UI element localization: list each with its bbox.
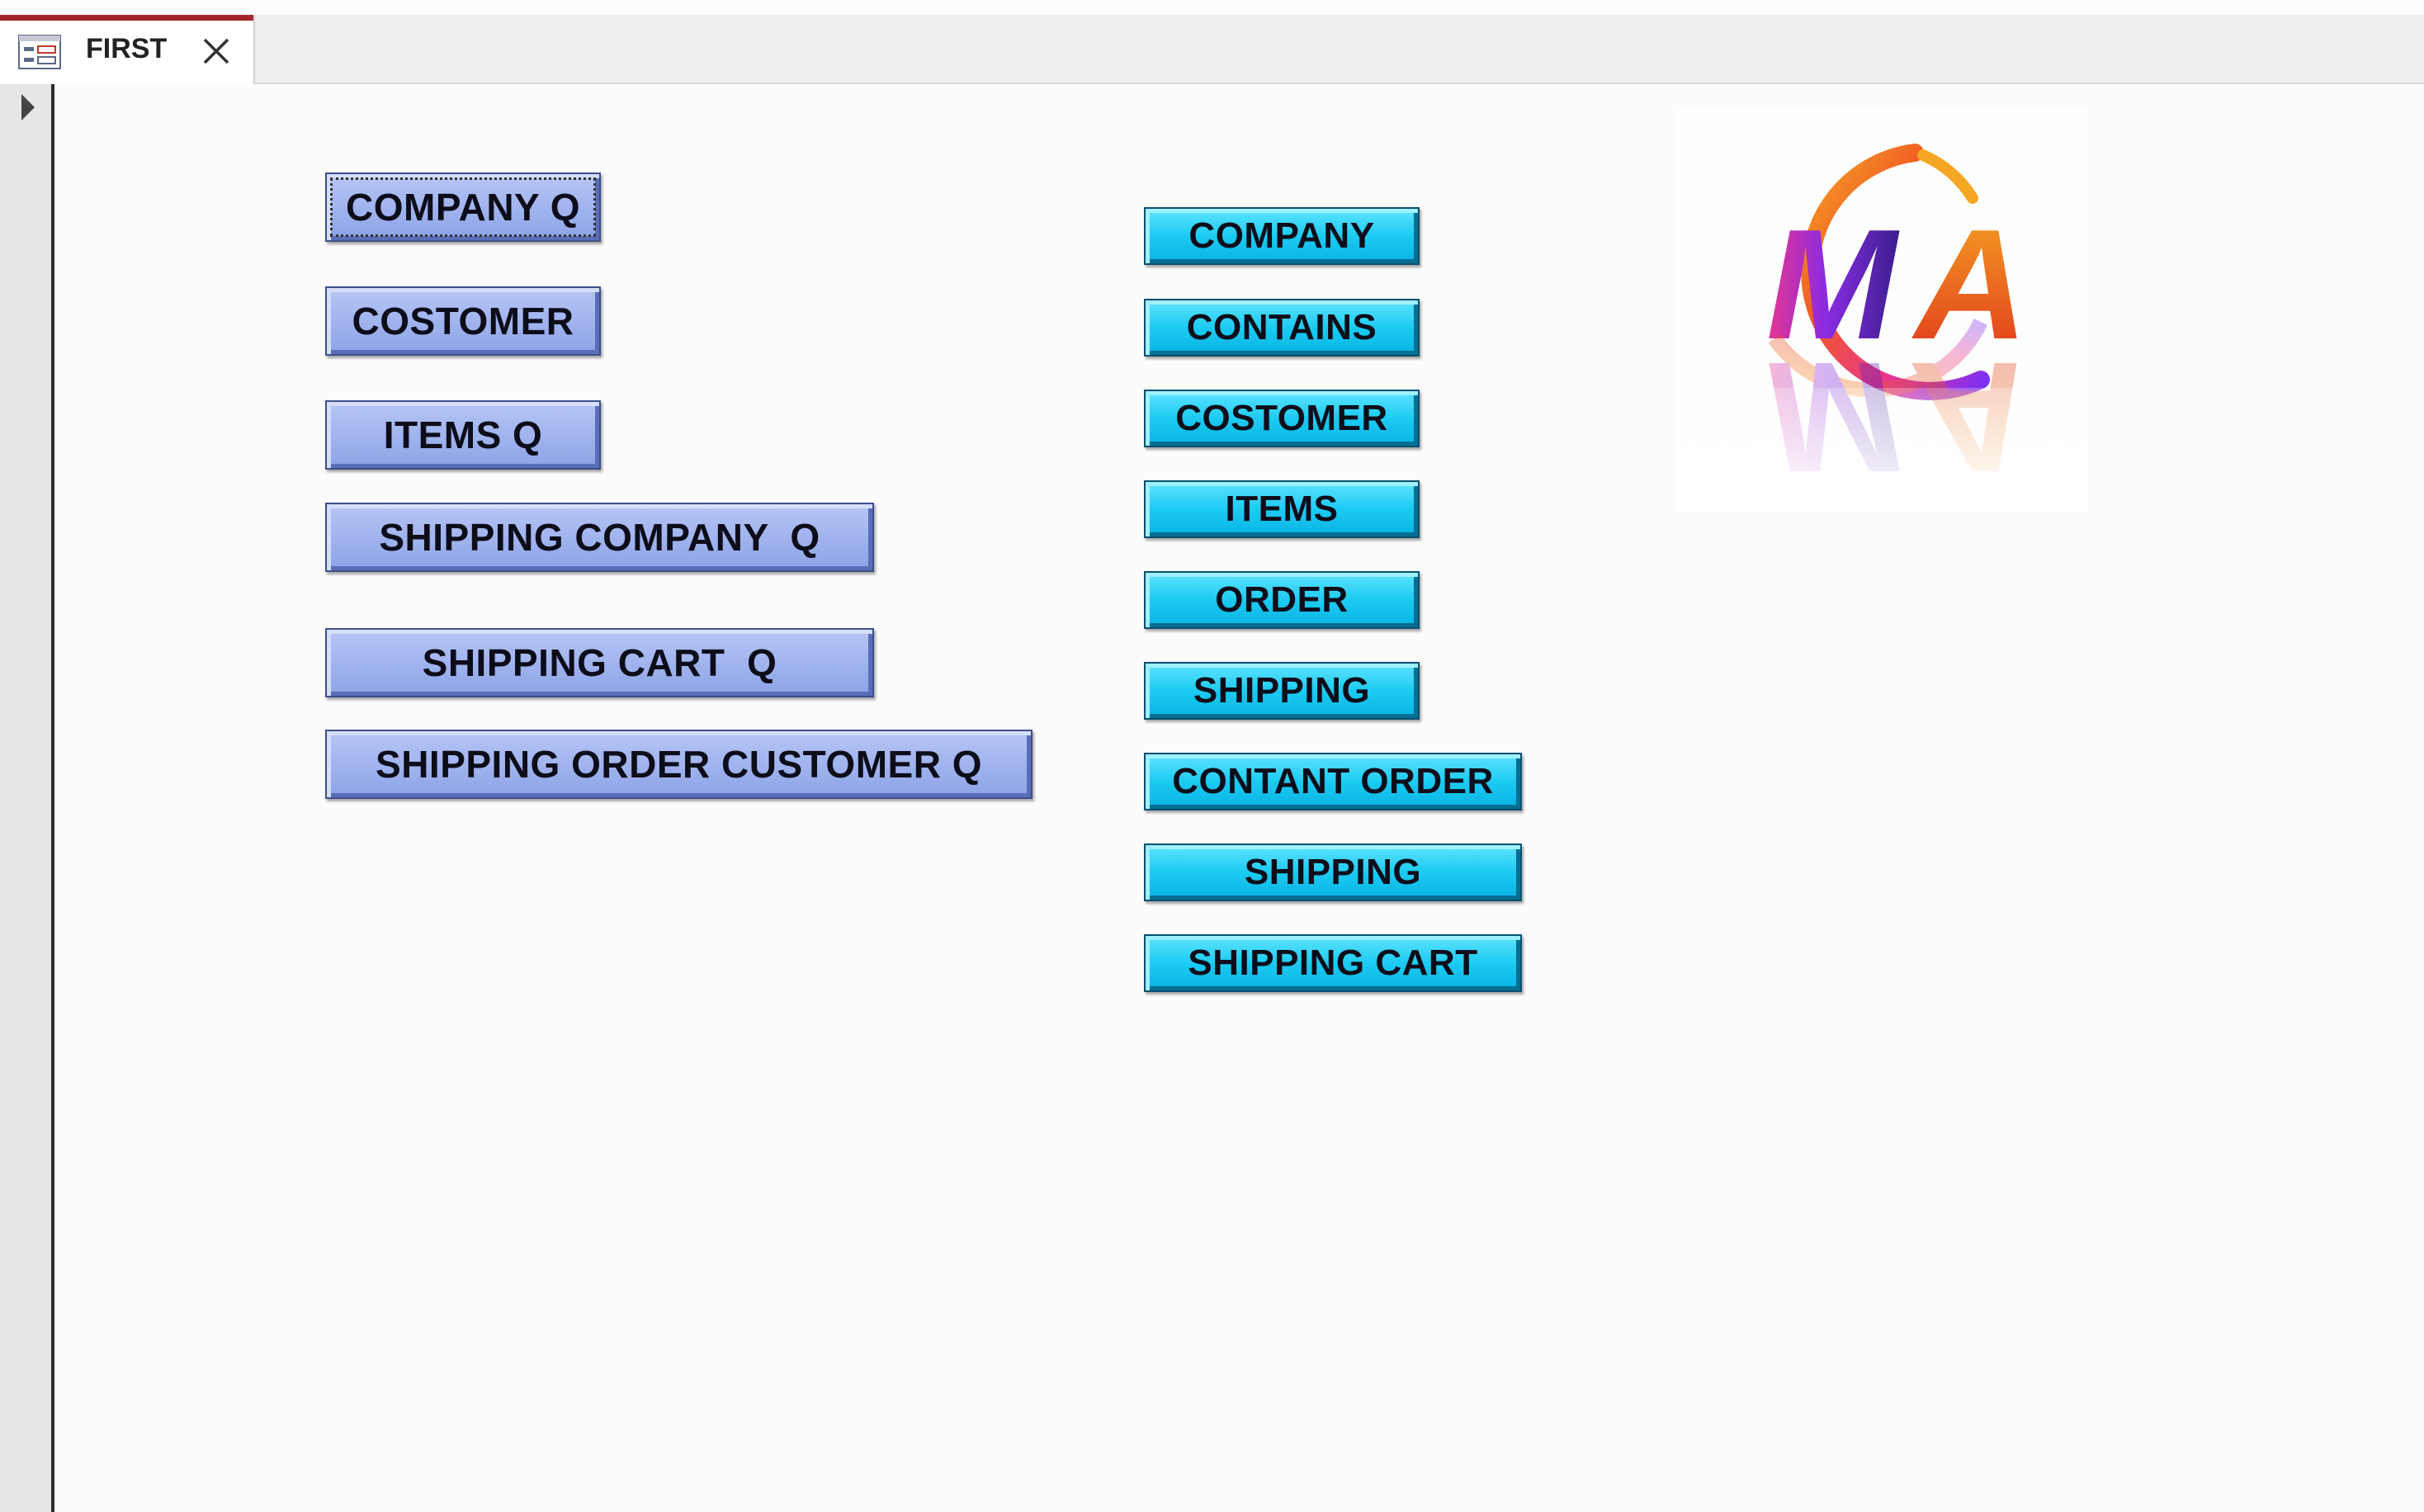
items-button[interactable]: ITEMS [1144,480,1420,538]
logo-letter-m: M [1766,197,1900,372]
company-q-button[interactable]: COMPANY Q [325,172,601,242]
contains-button[interactable]: CONTAINS [1144,299,1420,357]
shipping-cart-button[interactable]: SHIPPING CART [1144,934,1522,992]
tab-active-indicator [0,15,253,21]
ma-logo: M A M A [1675,107,2088,512]
costomer-button[interactable]: COSTOMER [325,286,601,356]
close-icon[interactable] [198,33,234,69]
tab-first[interactable]: FIRST [0,15,255,84]
contant-order-button[interactable]: CONTANT ORDER [1144,753,1522,810]
shipping-button[interactable]: SHIPPING [1144,662,1420,720]
ma-logo-graphic: M A M A [1675,144,2088,512]
order-button[interactable]: ORDER [1144,571,1420,629]
tab-title: FIRST [86,33,168,64]
company-button[interactable]: COMPANY [1144,207,1420,265]
shipping-wide-button[interactable]: SHIPPING [1144,843,1522,901]
costomer-table-button[interactable]: COSTOMER [1144,390,1420,447]
form-icon [18,35,61,69]
shipping-cart-q-button[interactable]: SHIPPING CART Q [325,628,874,697]
shipping-company-q-button[interactable]: SHIPPING COMPANY Q [325,503,874,572]
record-selector[interactable] [0,84,54,1512]
document-tab-strip: FIRST [0,15,2424,84]
window-top-edge [0,0,2424,15]
items-q-button[interactable]: ITEMS Q [325,400,601,470]
shipping-order-customer-q-button[interactable]: SHIPPING ORDER CUSTOMER Q [325,730,1032,799]
record-selector-arrow-icon [20,92,36,122]
